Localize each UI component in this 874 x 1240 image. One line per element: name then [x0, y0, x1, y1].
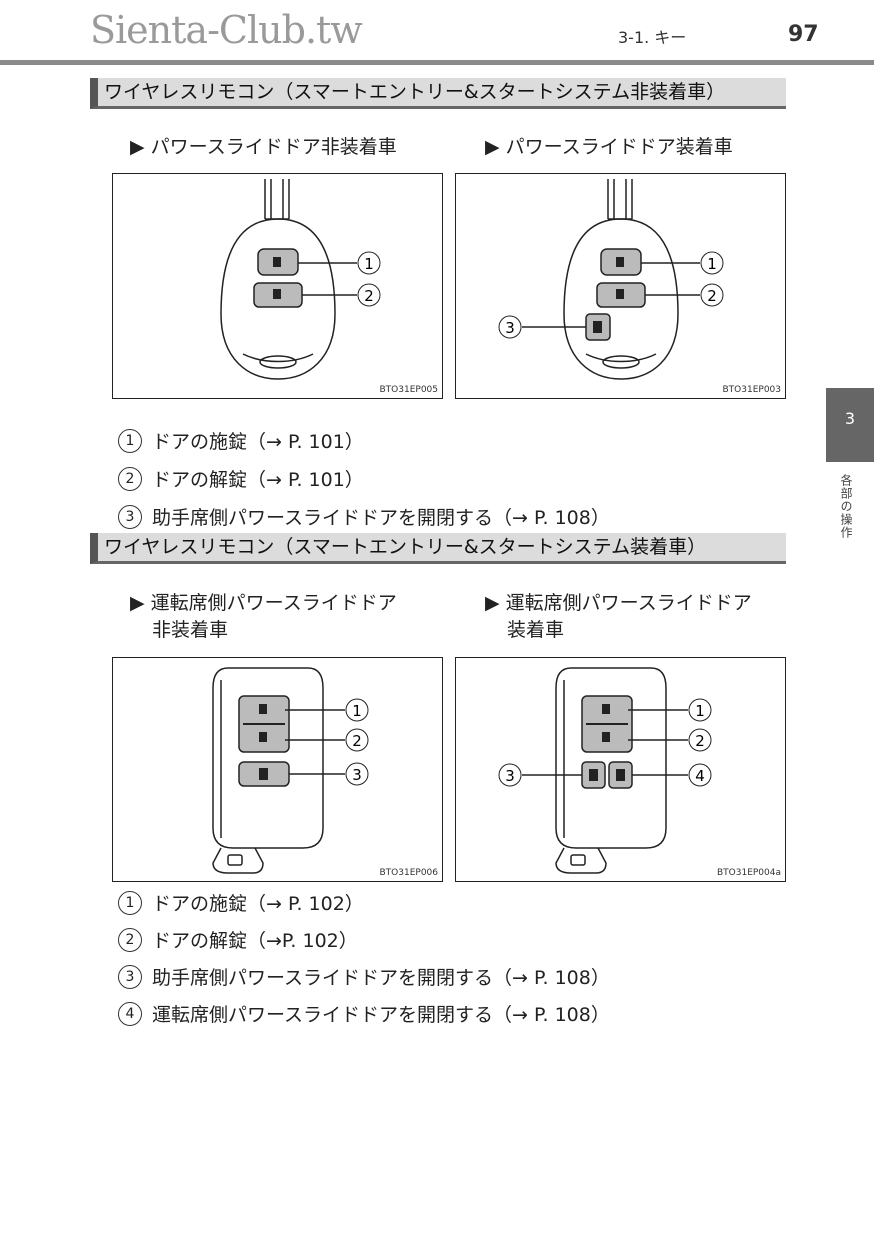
callout-1: 1 [364, 255, 374, 273]
callout-2: 2 [695, 732, 705, 750]
chapter-tab-label: 各部の操作 [839, 474, 853, 539]
item-text: ドアの施錠（→ P. 102） [152, 893, 364, 915]
section-heading-2: ワイヤレスリモコン（スマートエントリー&スタートシステム装着車） [90, 533, 786, 564]
variant-line: ▶ 運転席側パワースライドドア [130, 592, 397, 614]
callout-3: 3 [505, 767, 515, 785]
item-number: 2 [118, 466, 142, 491]
item-text: ドアの施錠（→ P. 101） [152, 431, 364, 453]
list-item: 1 ドアの施錠（→ P. 102） [118, 889, 364, 916]
smart-key-figure-2: 1 2 3 4 BTO31EP004a [455, 657, 786, 882]
page-number: 97 [788, 22, 819, 47]
item-text: ドアの解錠（→P. 102） [152, 930, 358, 952]
callout-1: 1 [352, 702, 362, 720]
item-number: 2 [118, 927, 142, 952]
callout-3: 3 [505, 319, 515, 337]
fob-key-drawing: 1 2 3 [498, 179, 724, 380]
figure-code: BTO31EP003 [722, 385, 782, 395]
item-number: 4 [118, 1001, 142, 1026]
smart-key-figure-1: 1 2 3 BTO31EP006 [112, 657, 443, 882]
variant-label: ▶ 運転席側パワースライドドア非装着車 [130, 590, 397, 644]
variant-line: 非装着車 [152, 619, 229, 641]
callout-2: 2 [707, 287, 717, 305]
item-number: 1 [118, 428, 142, 453]
watermark: Sienta-Club.tw [90, 8, 363, 52]
callout-1: 1 [695, 702, 705, 720]
section-heading-1: ワイヤレスリモコン（スマートエントリー&スタートシステム非装着車） [90, 78, 786, 109]
callout-3: 3 [352, 766, 362, 784]
figure-code: BTO31EP006 [379, 868, 439, 878]
key-figure-1: 1 2 BTO31EP005 [112, 173, 443, 399]
callout-2: 2 [352, 732, 362, 750]
figure-code: BTO31EP005 [379, 385, 439, 395]
item-text: 運転席側パワースライドドアを開閉する（→ P. 108） [152, 1004, 610, 1026]
smart-key-drawing: 1 2 3 [212, 667, 369, 874]
callout-2: 2 [364, 287, 374, 305]
item-number: 3 [118, 504, 142, 529]
list-item: 4 運転席側パワースライドドアを開閉する（→ P. 108） [118, 1000, 610, 1027]
callout-4: 4 [695, 767, 705, 785]
figure-code: BTO31EP004a [716, 868, 781, 878]
variant-label: ▶ 運転席側パワースライドドア装着車 [485, 590, 752, 644]
variant-label: ▶ パワースライドドア装着車 [485, 136, 733, 158]
smart-key-drawing: 1 2 3 4 [498, 667, 712, 874]
list-item: 2 ドアの解錠（→ P. 101） [118, 465, 364, 492]
list-item: 3 助手席側パワースライドドアを開閉する（→ P. 108） [118, 963, 610, 990]
fob-key-drawing: 1 2 [220, 179, 381, 380]
variant-line: ▶ 運転席側パワースライドドア [485, 592, 752, 614]
list-item: 3 助手席側パワースライドドアを開閉する（→ P. 108） [118, 503, 610, 530]
variant-line: 装着車 [507, 619, 565, 641]
key-figure-2: 1 2 3 BTO31EP003 [455, 173, 786, 399]
chapter-title: 3-1. キー [618, 28, 687, 47]
item-text: 助手席側パワースライドドアを開閉する（→ P. 108） [152, 967, 610, 989]
item-number: 1 [118, 890, 142, 915]
header-rule [0, 60, 874, 65]
list-item: 1 ドアの施錠（→ P. 101） [118, 427, 364, 454]
callout-1: 1 [707, 255, 717, 273]
chapter-tab: 3 [826, 388, 874, 462]
item-number: 3 [118, 964, 142, 989]
item-text: ドアの解錠（→ P. 101） [152, 469, 364, 491]
item-text: 助手席側パワースライドドアを開閉する（→ P. 108） [152, 507, 610, 529]
list-item: 2 ドアの解錠（→P. 102） [118, 926, 358, 953]
variant-label: ▶ パワースライドドア非装着車 [130, 136, 397, 158]
